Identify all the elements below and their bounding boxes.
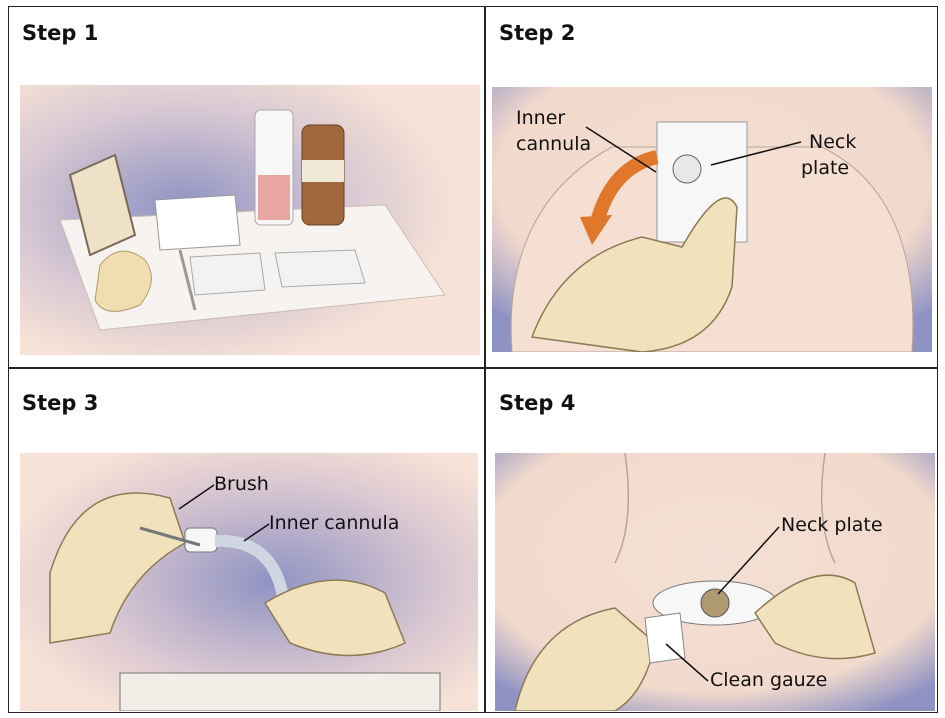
panel-step-4: Step 4 Neck plate Clean gauze — [486, 369, 938, 714]
panel-step-3: Step 3 Brush Inner cannula — [9, 369, 484, 714]
panel-step-2: Step 2 Inner cannula Neck plate — [486, 7, 938, 367]
steps-grid: Step 1 Step 2 — [8, 6, 938, 713]
step-2-leader-lines — [486, 7, 938, 367]
supplies-illustration — [20, 85, 480, 355]
panel-step-1: Step 1 — [9, 7, 484, 367]
step-4-leader-lines — [486, 369, 938, 714]
step-1-title: Step 1 — [22, 21, 98, 45]
step-3-leader-lines — [9, 369, 484, 714]
